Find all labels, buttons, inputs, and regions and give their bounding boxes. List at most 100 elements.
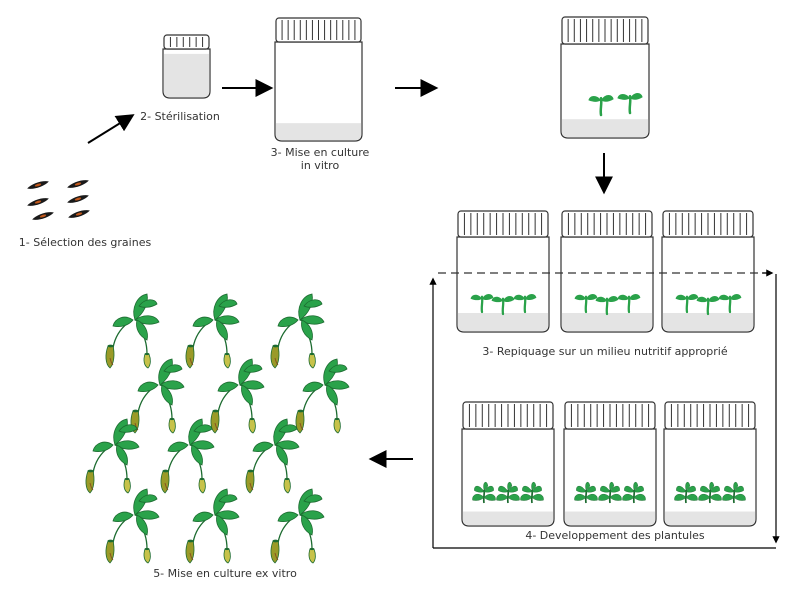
pitcher-trap: [223, 353, 231, 369]
plantlet-leaf: [585, 481, 591, 491]
sprout-stem: [599, 96, 603, 117]
sprout-icon: [617, 293, 641, 314]
jar-body: [560, 43, 650, 139]
pitcher-mouth: [272, 539, 279, 543]
sprout-leaf: [687, 293, 699, 301]
pitcher-mouth: [107, 539, 114, 543]
culture-jar-icon: [162, 34, 211, 99]
pitcher-trap: [168, 418, 176, 434]
pitcher-stripe: [274, 552, 279, 561]
plantlet-leaf: [685, 481, 691, 491]
sprout-leaf: [491, 296, 503, 303]
sprout-leaf: [617, 93, 630, 100]
plantlet-leaf: [496, 493, 509, 501]
jar-medium: [564, 511, 656, 526]
plantlet-leaf: [522, 485, 533, 493]
plant-leaf: [241, 384, 253, 406]
seed-icon: [27, 181, 49, 189]
plant-leaf: [328, 364, 348, 373]
pitcher-mouth: [107, 344, 114, 348]
plantlet-stem: [708, 489, 712, 504]
pitcher-mouth: [212, 409, 219, 413]
plantlet-leaf: [598, 493, 611, 501]
plantlet-leaf: [531, 481, 537, 491]
plant-leaf: [136, 514, 148, 536]
pitcher-trap: [210, 410, 220, 434]
plantlet-icon: [598, 481, 622, 504]
sprout-leaf: [607, 295, 619, 303]
plantlet-leaf: [474, 485, 485, 493]
culture-jar-icon: [456, 210, 550, 333]
pitcher-mouth: [132, 409, 139, 413]
plant-leaf: [218, 494, 238, 503]
plantlet-leaf: [733, 485, 744, 493]
plant-leaf: [192, 316, 214, 328]
sprout-icon: [491, 295, 515, 316]
pitcher-trap: [198, 478, 206, 494]
culture-jar-icon: [560, 210, 654, 333]
sprout-leaf: [503, 295, 515, 303]
seed-core: [34, 183, 42, 187]
pitcher-stripe: [299, 422, 304, 431]
pitcher-stripe: [109, 357, 114, 366]
plant-leaf: [112, 511, 134, 523]
pitcher-trap: [160, 470, 170, 494]
plantlet-leaf: [585, 493, 598, 501]
plantlet-leaf: [724, 485, 735, 493]
sprout-icon: [588, 95, 614, 117]
plantlet-icon: [574, 481, 598, 504]
sprout-leaf: [586, 293, 598, 301]
plantlet-leaf: [609, 481, 615, 491]
sprout-leaf: [718, 294, 730, 301]
sprout-stem: [501, 297, 505, 316]
sprout-leaf: [513, 294, 525, 301]
plantlet-stem: [608, 489, 612, 504]
plant-leaf: [277, 316, 299, 328]
sprout-leaf: [588, 95, 601, 102]
pitcher-mouth: [247, 469, 254, 473]
sprout-stem: [628, 94, 632, 115]
plantlet-leaf: [733, 481, 739, 491]
pitcher-trap: [270, 345, 280, 369]
pitcher-mouth: [334, 417, 340, 421]
culture-jar-icon: [661, 210, 755, 333]
plantlet-leaf: [676, 485, 687, 493]
pitcher-trap: [105, 540, 115, 564]
pitcher-mouth: [284, 477, 290, 481]
sprout-leaf: [675, 294, 687, 301]
seed-core: [74, 197, 82, 201]
plant-leaf: [326, 384, 338, 406]
pitcher-trap: [248, 418, 256, 434]
sprout-stem: [480, 295, 484, 314]
pitcher-mouth: [224, 547, 230, 551]
plant-leaf: [303, 299, 323, 308]
plant-leaf: [163, 364, 183, 373]
pitcher-mouth: [87, 469, 94, 473]
seed-icon: [67, 195, 89, 203]
step3-label-line2: in vitro: [300, 159, 340, 172]
pitcher-mouth: [169, 417, 175, 421]
culture-jar-icon: [461, 401, 555, 527]
plant-leaf: [118, 424, 138, 433]
jar-lid: [163, 34, 210, 50]
plantlet-leaf: [709, 481, 715, 491]
pitcher-plant-icon: [185, 488, 240, 564]
arrow-group: [87, 79, 780, 549]
sprout-leaf: [525, 293, 537, 301]
step1-label: 1- Sélection des graines: [18, 236, 152, 249]
pitcher-trap: [283, 478, 291, 494]
pitcher-trap: [223, 548, 231, 564]
pitcher-plant-icon: [85, 418, 140, 494]
plantlet-icon: [472, 481, 496, 504]
sprout-leaf: [595, 296, 607, 303]
plant-leaf: [216, 514, 228, 536]
plant-leaf: [278, 424, 298, 433]
pitcher-trap: [270, 540, 280, 564]
pitcher-mouth: [309, 547, 315, 551]
plantlet-leaf: [600, 485, 611, 493]
plantlet-leaf: [674, 493, 687, 501]
step2-label: 2- Stérilisation: [140, 110, 220, 123]
plant-leaf: [217, 381, 239, 393]
